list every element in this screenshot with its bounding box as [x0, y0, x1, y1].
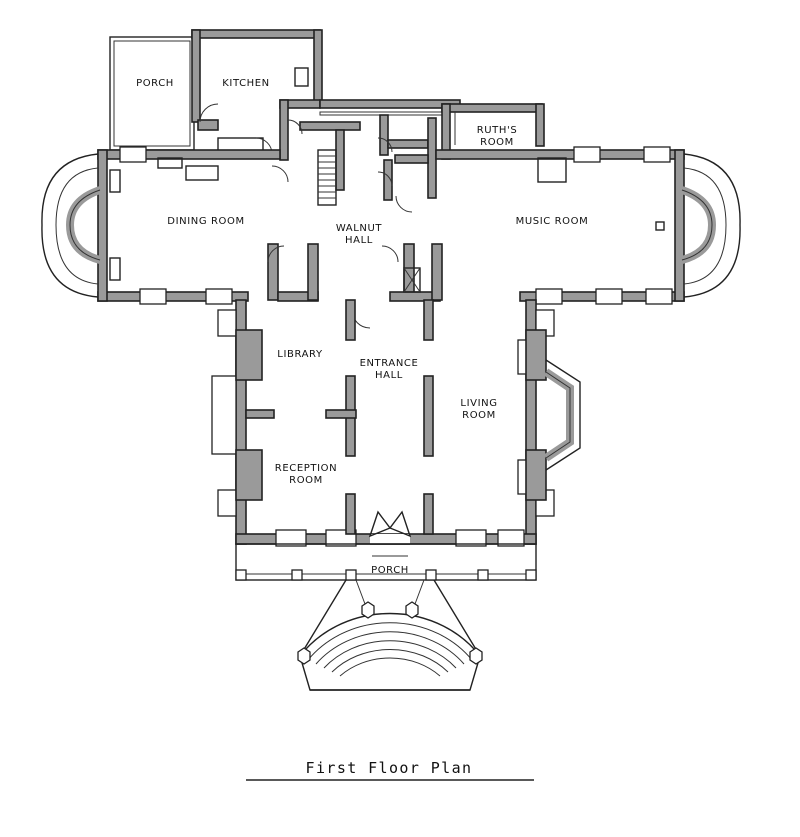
label-entrance-hall-2: HALL [375, 370, 403, 381]
entrance-hall-partitions [325, 299, 434, 535]
service-stair-block [255, 99, 461, 213]
stairs [317, 149, 337, 206]
room-labels: PORCH KITCHEN RUTH'S ROOM DINING ROOM WA… [136, 78, 588, 576]
front-doors [368, 510, 412, 557]
label-reception-room-1: RECEPTION [275, 463, 337, 474]
label-ruths-room-2: ROOM [480, 137, 514, 148]
music-room-bay [537, 153, 741, 298]
label-walnut-hall-1: WALNUT [336, 223, 383, 234]
caption: First Floor Plan [246, 759, 534, 781]
dining-room-bay [41, 153, 219, 298]
rear-porch [109, 36, 195, 151]
label-library: LIBRARY [277, 349, 323, 360]
label-walnut-hall-2: HALL [345, 235, 373, 246]
cross-wing-windows [119, 146, 673, 305]
kitchen [191, 29, 323, 155]
label-reception-room-2: ROOM [289, 475, 323, 486]
label-living-room-1: LIVING [460, 398, 497, 409]
label-ruths-room-1: RUTH'S [477, 125, 518, 136]
label-dining-room: DINING ROOM [167, 216, 244, 227]
front-steps [297, 579, 483, 691]
label-living-room-2: ROOM [462, 410, 496, 421]
label-entrance-hall-1: ENTRANCE [360, 358, 419, 369]
front-porch [235, 543, 537, 581]
label-music-room: MUSIC ROOM [516, 216, 589, 227]
label-porch-rear: PORCH [136, 78, 174, 89]
plan-caption: First Floor Plan [306, 759, 473, 777]
south-block-walls [211, 299, 581, 547]
label-porch-front: PORCH [371, 565, 409, 576]
label-kitchen: KITCHEN [222, 78, 270, 89]
ruths-room [441, 103, 545, 160]
